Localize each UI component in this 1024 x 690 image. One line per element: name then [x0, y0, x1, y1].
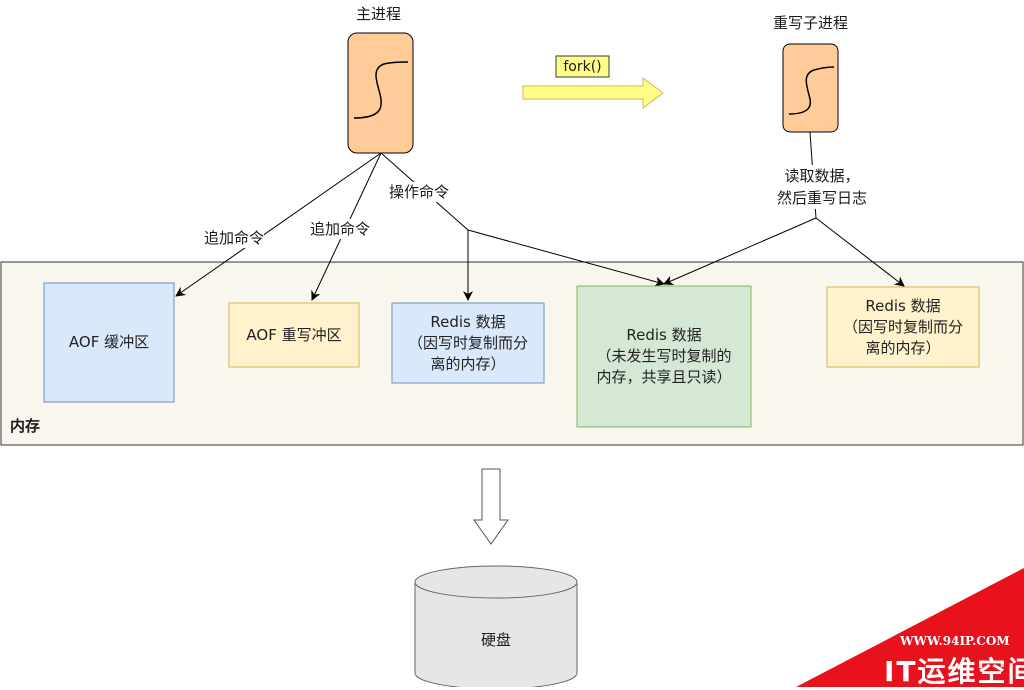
fork-label: fork()	[563, 59, 602, 75]
edge-child-to-child-cow	[815, 217, 905, 287]
redis-shared-box	[576, 285, 752, 428]
redis-main-cow-box	[391, 302, 545, 384]
edge-label-operate: 操作命令	[389, 182, 450, 202]
disk-label: 硬盘	[480, 631, 511, 649]
aof-rewrite-buffer-box	[228, 302, 360, 368]
watermark-url: WWW.94IP.COM	[900, 634, 1010, 648]
edge-label-append-1: 追加命令	[204, 228, 265, 248]
memory-title: 内存	[10, 417, 41, 435]
redis-child-cow-label: Redis 数据 （因写时复制而分 离的内存）	[842, 296, 963, 357]
fork-arrow-icon	[522, 77, 664, 109]
redis-shared-label: Redis 数据 （未发生写时复制的 内存，共享且只读）	[596, 326, 732, 386]
watermark-triangle	[796, 568, 1024, 687]
fork-label-box	[555, 55, 610, 78]
watermark-brand: IT运维空间	[884, 655, 1024, 688]
cylinder-disk-icon	[414, 565, 578, 687]
main-process-icon	[347, 32, 414, 154]
edge-label-read-rewrite: 读取数据， 然后重写日志	[768, 165, 876, 209]
edge-operate-to-shared	[467, 229, 665, 287]
aof-buffer-box	[43, 282, 175, 403]
main-process-label: 主进程	[356, 5, 402, 23]
aof-buffer-label: AOF 缓冲区	[68, 333, 150, 351]
redis-child-cow-box	[826, 286, 980, 368]
edge-append-to-aof-buffer	[175, 152, 382, 297]
child-process-icon	[782, 43, 839, 133]
edge-child-to-shared	[663, 217, 817, 286]
hollow-down-arrow-icon	[473, 468, 509, 545]
redis-main-cow-label: Redis 数据 （因写时复制而分 离的内存）	[407, 312, 528, 373]
edge-label-append-2: 追加命令	[310, 219, 371, 239]
aof-rewrite-buffer-label: AOF 重写冲区	[246, 325, 342, 344]
child-process-label: 重写子进程	[773, 14, 849, 32]
